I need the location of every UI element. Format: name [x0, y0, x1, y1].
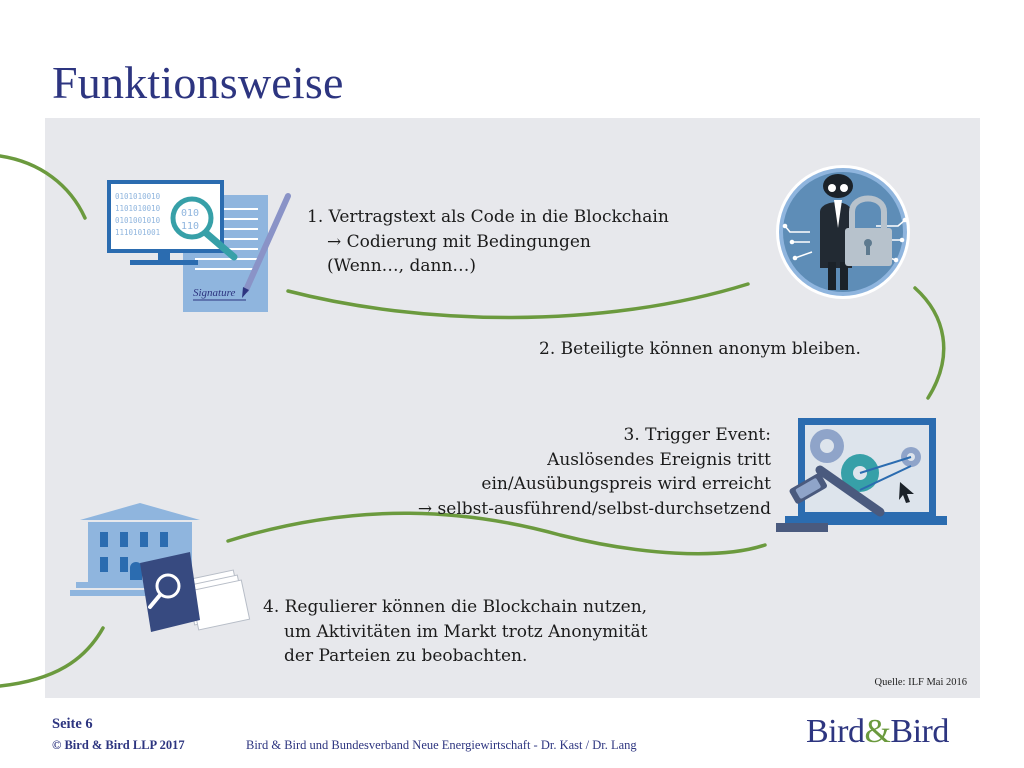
logo-word-left: Bird: [806, 713, 865, 750]
step-1-line-2-text: Codierung mit Bedingungen: [346, 231, 591, 252]
step-1-text: 1. Vertragstext als Code in die Blockcha…: [307, 205, 669, 279]
slide-title: Funktionsweise: [52, 57, 344, 108]
magnifier-digits-1: 010: [181, 208, 199, 219]
step-1-line-2: → Codierung mit Bedingungen: [307, 230, 669, 255]
arrow-icon: →: [417, 498, 433, 519]
trigger-gavel-icon: [776, 418, 947, 532]
bird-and-bird-logo: Bird&Bird: [806, 713, 949, 751]
step-3-line-4: → selbst-ausführend/selbst-durchsetzend: [418, 497, 771, 522]
step-4-line-1: 4. Regulierer können die Blockchain nutz…: [263, 597, 648, 617]
step-2-line-1: 2. Beteiligte können anonym bleiben.: [539, 339, 861, 359]
step-3-line-2: Auslösendes Ereignis tritt: [547, 449, 771, 470]
signature-text: Signature: [193, 287, 235, 299]
footer-description: Bird & Bird und Bundesverband Neue Energ…: [246, 738, 637, 752]
binary-line-4: 1110101001: [115, 228, 160, 237]
binary-line-1: 0101010010: [115, 192, 161, 201]
step-3-line-1: 3. Trigger Event:: [623, 425, 771, 445]
magnifier-digits-2: 110: [181, 221, 199, 232]
step-3-text: 3. Trigger Event: Auslösendes Ereignis t…: [418, 423, 771, 521]
step-4-text: 4. Regulierer können die Blockchain nutz…: [263, 595, 648, 669]
flow-line-segment-1-2: [286, 282, 750, 320]
source-note: Quelle: ILF Mai 2016: [874, 677, 967, 688]
flow-line: [0, 154, 946, 688]
step-3-line-4-text: selbst-ausführend/selbst-durchsetzend: [437, 498, 771, 519]
step-4-line-3: der Parteien zu beobachten.: [284, 646, 528, 666]
step-2-text: 2. Beteiligte können anonym bleiben.: [539, 337, 861, 362]
binary-line-2: 1101010010: [115, 204, 161, 213]
binary-line-3: 0101001010: [115, 216, 161, 225]
copyright-note: © Bird & Bird LLP 2017: [52, 738, 185, 752]
step-4-line-2: um Aktivitäten im Markt trotz Anonymität: [284, 621, 648, 642]
anonymous-lock-icon: [776, 165, 910, 299]
flow-line-segment-entry: [0, 154, 87, 220]
logo-ampersand: &: [864, 713, 891, 750]
step-3-line-3: ein/Ausübungspreis wird erreicht: [481, 474, 771, 494]
flow-line-segment-exit: [0, 626, 105, 688]
flow-line-segment-3-4: [226, 511, 767, 556]
page-number: Seite 6: [52, 716, 93, 732]
step-1-line-3: (Wenn…, dann…): [327, 256, 477, 276]
contract-code-icon: Signature 0101010010 1101010010 01010010…: [107, 180, 291, 312]
regulator-bank-icon: [70, 503, 251, 632]
step-1-line-1: 1. Vertragstext als Code in die Blockcha…: [307, 207, 669, 227]
logo-word-right: Bird: [890, 713, 949, 750]
flow-line-segment-2-3: [913, 286, 946, 400]
arrow-icon: →: [327, 231, 342, 252]
